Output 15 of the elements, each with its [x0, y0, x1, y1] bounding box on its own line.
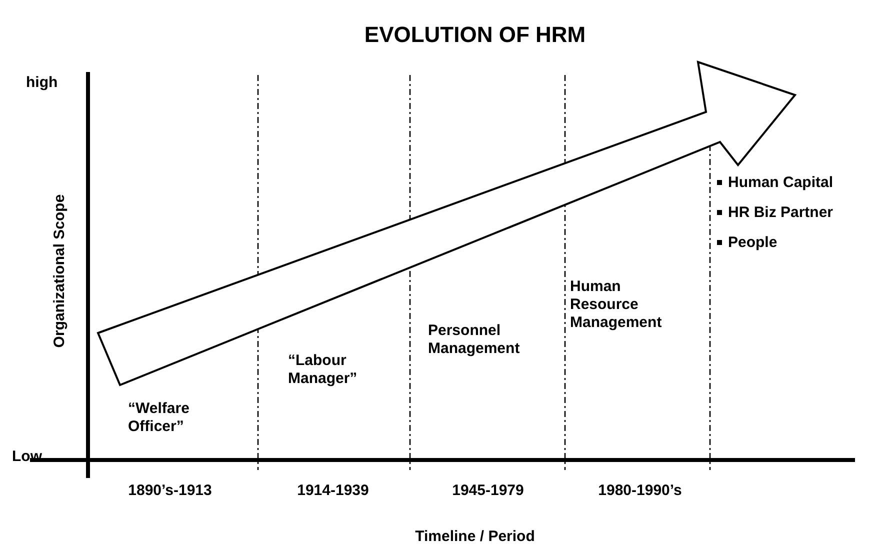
period-label: 1945-1979: [451, 482, 525, 500]
period-label: 1890’s-1913: [127, 482, 213, 500]
bullet-item: Human Capital: [728, 174, 834, 192]
chart-title: EVOLUTION OF HRM: [363, 22, 587, 48]
axis-title: Organizational Scope: [51, 193, 69, 350]
stage-label: Human Resource Management: [570, 278, 663, 332]
axis-title: Timeline / Period: [414, 528, 536, 546]
bullet-item: People: [728, 234, 778, 252]
axis-label: high: [26, 74, 58, 92]
bullet-item: HR Biz Partner: [728, 204, 834, 222]
period-label: 1980-1990’s: [597, 482, 683, 500]
stage-label: “Welfare Officer”: [128, 400, 190, 436]
period-label: 1914-1939: [296, 482, 370, 500]
stage-label: Personnel Management: [428, 322, 521, 358]
stage-label: “Labour Manager”: [288, 352, 358, 388]
